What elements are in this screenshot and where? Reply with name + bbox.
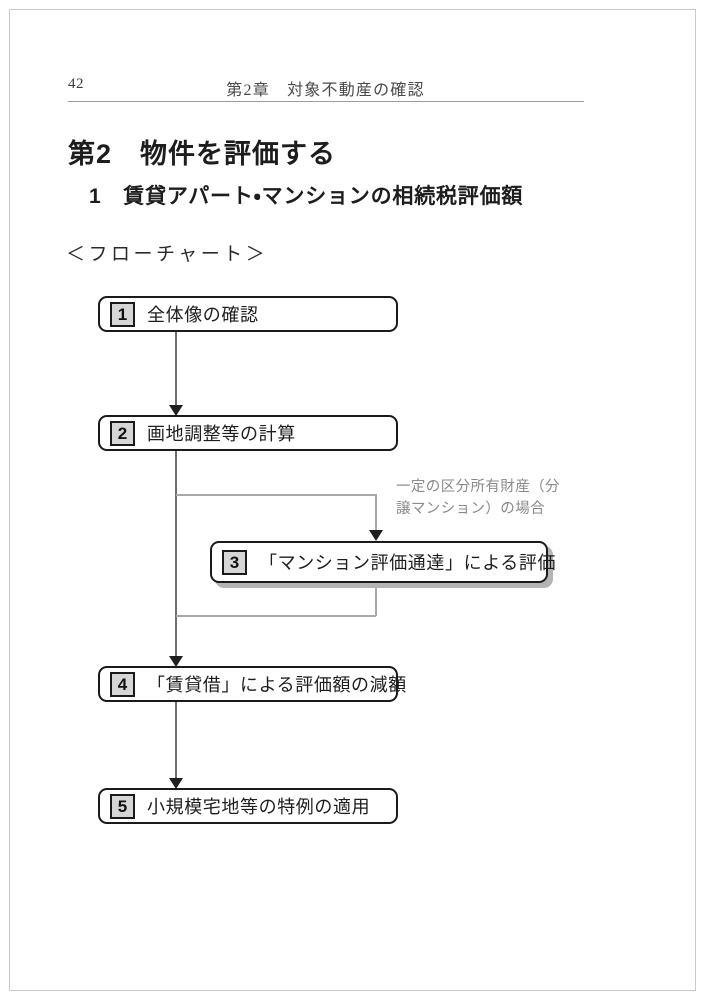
flow-step-3[interactable]: 3 「マンション評価通達」による評価 bbox=[210, 541, 555, 583]
section-heading: 第2 物件を評価する bbox=[68, 139, 337, 169]
step-number-badge: 2 bbox=[110, 420, 135, 446]
branch-connector-down-to-step3 bbox=[375, 494, 377, 532]
arrowhead-into-step5 bbox=[169, 778, 183, 789]
flow-step-2[interactable]: 2 画地調整等の計算 bbox=[98, 415, 398, 451]
return-connector-to-spine bbox=[176, 615, 376, 617]
step-number-badge: 3 bbox=[222, 549, 247, 575]
step-label: 小規模宅地等の特例の適用 bbox=[147, 797, 371, 817]
branch-annotation: 一定の区分所有財産（分 譲マンション）の場合 bbox=[396, 479, 560, 517]
connector-step1-to-step2 bbox=[175, 331, 177, 405]
flow-step-1[interactable]: 1 全体像の確認 bbox=[98, 296, 398, 332]
step-number-badge: 1 bbox=[110, 301, 135, 327]
running-head: 42 第2章 対象不動産の確認 bbox=[68, 76, 583, 100]
arrowhead-into-step2 bbox=[169, 405, 183, 416]
arrowhead-into-step3 bbox=[369, 530, 383, 541]
step-number-badge: 5 bbox=[110, 793, 135, 819]
chapter-title: 第2章 対象不動産の確認 bbox=[226, 82, 425, 99]
flow-step-5[interactable]: 5 小規模宅地等の特例の適用 bbox=[98, 788, 398, 824]
header-divider bbox=[68, 101, 584, 102]
arrowhead-into-step4 bbox=[169, 656, 183, 667]
step-label: 全体像の確認 bbox=[147, 305, 259, 325]
page-number: 42 bbox=[68, 76, 84, 92]
flow-step-4[interactable]: 4 「賃貸借」による評価額の減額 bbox=[98, 666, 406, 702]
connector-step2-to-step4 bbox=[175, 451, 177, 656]
return-connector-from-step3 bbox=[375, 583, 377, 616]
subsection-heading: 1 賃貸アパート・マンションの相続税評価額 bbox=[89, 185, 524, 208]
connector-step4-to-step5 bbox=[175, 702, 177, 778]
step-label: 画地調整等の計算 bbox=[147, 424, 296, 444]
flowchart-label: ＜フローチャート＞ bbox=[66, 244, 269, 265]
step-label: 「賃貸借」による評価額の減額 bbox=[147, 675, 407, 695]
step-number-badge: 4 bbox=[110, 671, 135, 697]
branch-connector-to-step3 bbox=[176, 494, 376, 496]
step-label: 「マンション評価通達」による評価 bbox=[259, 553, 557, 573]
